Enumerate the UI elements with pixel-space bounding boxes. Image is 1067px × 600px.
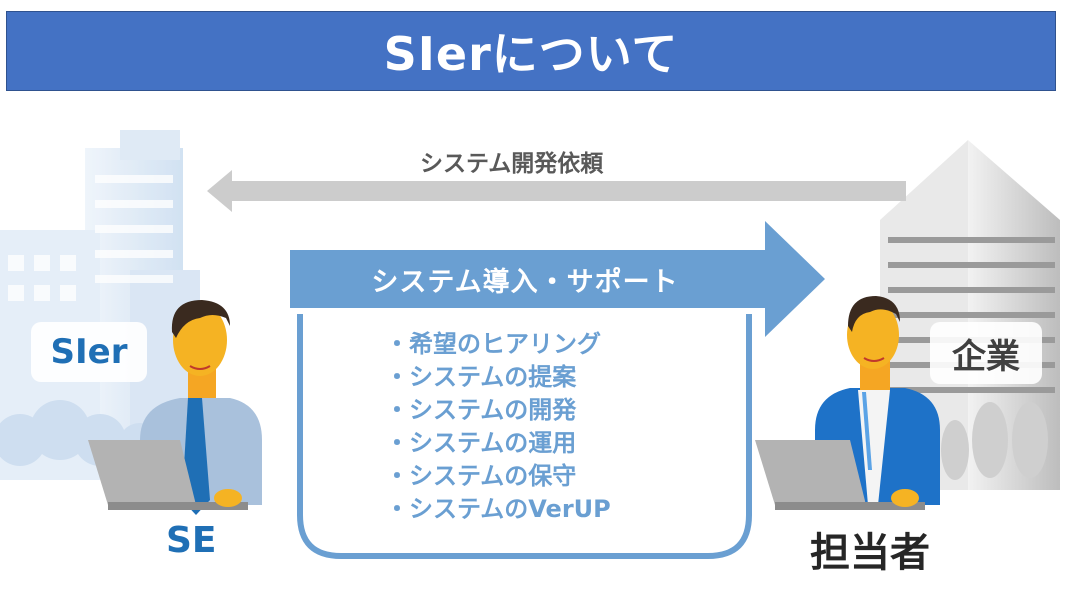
staff-role-label: 担当者: [810, 530, 930, 576]
se-role-label: SE: [166, 520, 217, 561]
service-bracket: [297, 314, 752, 559]
service-list: ・希望のヒアリング ・システムの提案 ・システムの開発 ・システムの運用 ・シス…: [385, 328, 611, 526]
request-arrow-label: システム開発依頼: [420, 151, 604, 177]
company-org-label: 企業: [930, 322, 1042, 384]
service-item: ・システムのVerUP: [385, 495, 611, 523]
service-item: ・システムの提案: [385, 363, 577, 391]
request-arrow: [207, 170, 906, 212]
sier-org-label: SIer: [31, 322, 147, 382]
se-person-icon: [88, 300, 262, 515]
service-item: ・システムの保守: [385, 462, 577, 490]
support-arrow-label: システム導入・サポート: [371, 266, 679, 298]
service-item: ・システムの開発: [385, 396, 577, 424]
service-item: ・希望のヒアリング: [385, 330, 601, 358]
company-staff-icon: [755, 296, 940, 510]
service-item: ・システムの運用: [385, 429, 577, 457]
page-title: SIerについて: [6, 11, 1056, 91]
support-arrow: [290, 221, 825, 337]
